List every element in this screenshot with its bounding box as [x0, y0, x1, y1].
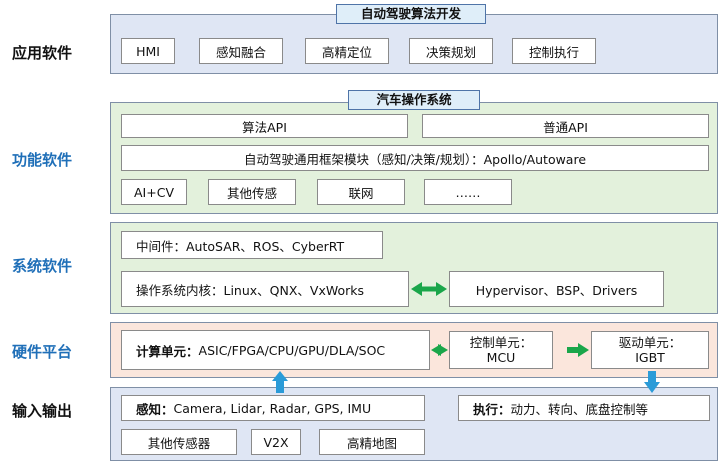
drive-unit-box: 驱动单元： IGBT: [591, 331, 709, 369]
row-label-io: 输入输出: [12, 402, 73, 420]
execution-label: 执行：: [473, 401, 511, 417]
row-label-func: 功能软件: [12, 151, 73, 169]
hypervisor-box: Hypervisor、BSP、Drivers: [449, 271, 664, 307]
control-unit-box: 控制单元： MCU: [449, 331, 553, 369]
general-api-box: 普通API: [422, 114, 709, 138]
app-item-hd-localization: 高精定位: [305, 38, 389, 64]
io-item-other-sensors: 其他传感器: [121, 429, 237, 455]
algorithm-api-box: 算法API: [121, 114, 408, 138]
execution-box: 执行：动力、转向、底盘控制等: [458, 395, 710, 421]
execution-value: 动力、转向、底盘控制等: [510, 401, 649, 417]
func-item-ellipsis: ……: [424, 179, 512, 205]
app-item-hmi: HMI: [121, 38, 175, 64]
io-item-v2x: V2X: [251, 429, 301, 455]
sensing-box: 感知：Camera, Lidar, Radar, GPS, IMU: [121, 395, 425, 421]
control-unit-label: 控制单元：: [469, 335, 533, 350]
func-layer-title: 汽车操作系统: [348, 90, 480, 110]
func-item-other-sensing: 其他传感: [208, 179, 296, 205]
func-item-networking: 联网: [317, 179, 405, 205]
compute-unit-value: ASIC/FPGA/CPU/GPU/DLA/SOC: [198, 342, 386, 358]
sensing-value: Camera, Lidar, Radar, GPS, IMU: [173, 400, 372, 416]
drive-unit-value: IGBT: [635, 350, 665, 365]
func-item-ai-cv: AI+CV: [121, 179, 187, 205]
app-item-decision-planning: 决策规划: [409, 38, 493, 64]
app-item-control-execution: 控制执行: [512, 38, 596, 64]
row-label-sys: 系统软件: [12, 257, 73, 275]
framework-box: 自动驾驶通用框架模块（感知/决策/规划）：Apollo/Autoware: [121, 145, 709, 171]
control-unit-value: MCU: [486, 350, 516, 365]
compute-unit-label: 计算单元：: [136, 343, 199, 359]
drive-unit-label: 驱动单元：: [618, 335, 682, 350]
middleware-box: 中间件：AutoSAR、ROS、CyberRT: [121, 231, 383, 259]
row-label-hw: 硬件平台: [12, 343, 73, 361]
compute-unit-box: 计算单元：ASIC/FPGA/CPU/GPU/DLA/SOC: [121, 330, 430, 370]
os-kernel-box: 操作系统内核：Linux、QNX、VxWorks: [121, 271, 409, 307]
app-layer-title: 自动驾驶算法开发: [336, 4, 486, 24]
app-item-perception-fusion: 感知融合: [199, 38, 283, 64]
row-label-app: 应用软件: [12, 44, 73, 62]
io-item-hd-map: 高精地图: [319, 429, 425, 455]
sensing-label: 感知：: [136, 401, 174, 417]
